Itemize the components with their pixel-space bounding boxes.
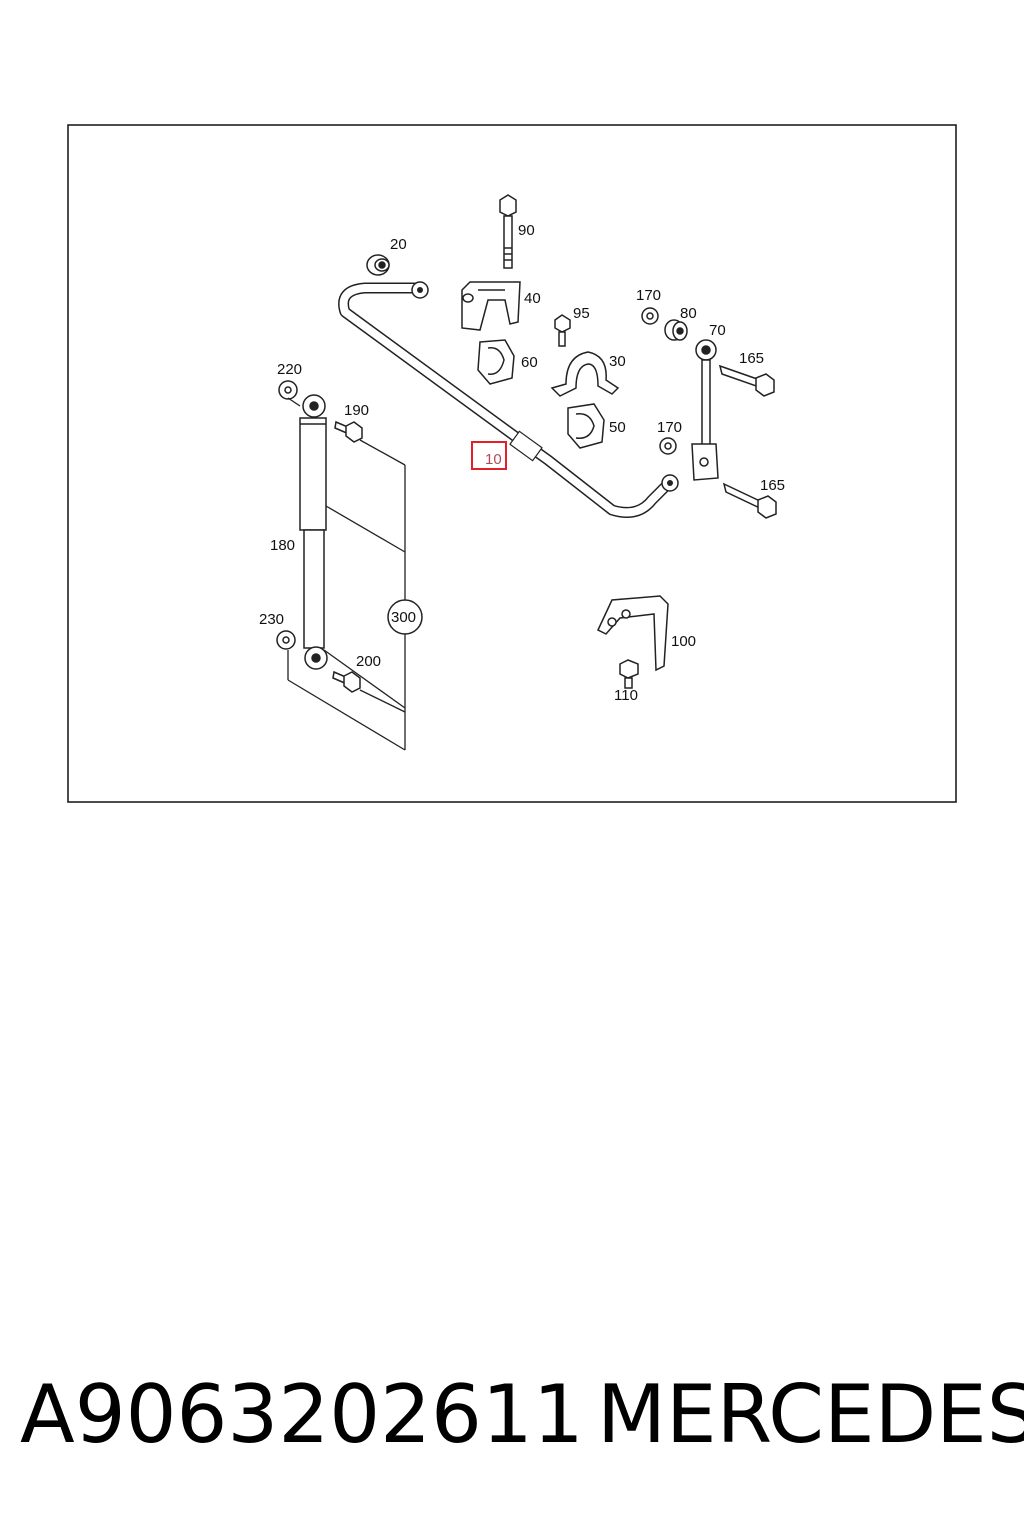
stabilizer-link-70 xyxy=(691,339,719,481)
label-220[interactable]: 220 xyxy=(277,361,302,378)
label-165-top[interactable]: 165 xyxy=(739,350,764,367)
label-40[interactable]: 40 xyxy=(524,290,541,307)
bracket-40 xyxy=(461,281,521,331)
bolt-165-top xyxy=(718,364,775,397)
label-100[interactable]: 100 xyxy=(671,633,696,650)
mount-50 xyxy=(567,403,605,449)
label-90[interactable]: 90 xyxy=(518,222,535,239)
label-80[interactable]: 80 xyxy=(680,305,697,322)
bolt-110 xyxy=(619,659,639,689)
label-300[interactable]: 300 xyxy=(391,609,416,626)
mount-60 xyxy=(477,339,515,385)
bolt-95 xyxy=(554,314,571,347)
label-190[interactable]: 190 xyxy=(344,402,369,419)
label-200[interactable]: 200 xyxy=(356,653,381,670)
shock-absorber-180 xyxy=(299,394,328,670)
bracket-100 xyxy=(597,595,669,672)
washer-220 xyxy=(278,380,298,400)
diagram-frame xyxy=(67,124,957,803)
washer-170-bottom xyxy=(659,437,677,455)
label-30[interactable]: 30 xyxy=(609,353,626,370)
kit-300-circle xyxy=(387,599,423,635)
bolt-200 xyxy=(332,670,361,693)
label-165-bottom[interactable]: 165 xyxy=(760,477,785,494)
label-170-top[interactable]: 170 xyxy=(636,287,661,304)
label-20[interactable]: 20 xyxy=(390,236,407,253)
bolt-90 xyxy=(499,194,517,269)
brand-name: MERCEDES xyxy=(597,1368,1024,1461)
clamp-30 xyxy=(550,351,620,397)
label-60[interactable]: 60 xyxy=(521,354,538,371)
bolt-165-bottom xyxy=(722,482,777,519)
bolt-190 xyxy=(334,420,363,443)
label-50[interactable]: 50 xyxy=(609,419,626,436)
kit-300-lines xyxy=(287,397,406,751)
part-number: A9063202611 xyxy=(20,1368,584,1461)
highlight-box xyxy=(471,441,507,470)
washer-230 xyxy=(276,630,296,650)
stabilizer-bar xyxy=(338,281,679,518)
label-10[interactable]: 10 xyxy=(485,451,502,468)
footer: A9063202611 MERCEDES xyxy=(0,1368,1024,1478)
bushing-80 xyxy=(664,319,688,341)
label-110[interactable]: 110 xyxy=(614,687,638,704)
label-170-bottom[interactable]: 170 xyxy=(657,419,682,436)
bushing-20 xyxy=(366,254,390,276)
label-95[interactable]: 95 xyxy=(573,305,590,322)
label-180[interactable]: 180 xyxy=(270,537,295,554)
label-230[interactable]: 230 xyxy=(259,611,284,628)
label-70[interactable]: 70 xyxy=(709,322,726,339)
parts-diagram: 10 20 90 40 95 60 30 50 170 80 70 165 17… xyxy=(67,124,957,803)
washer-170-top xyxy=(641,307,659,325)
